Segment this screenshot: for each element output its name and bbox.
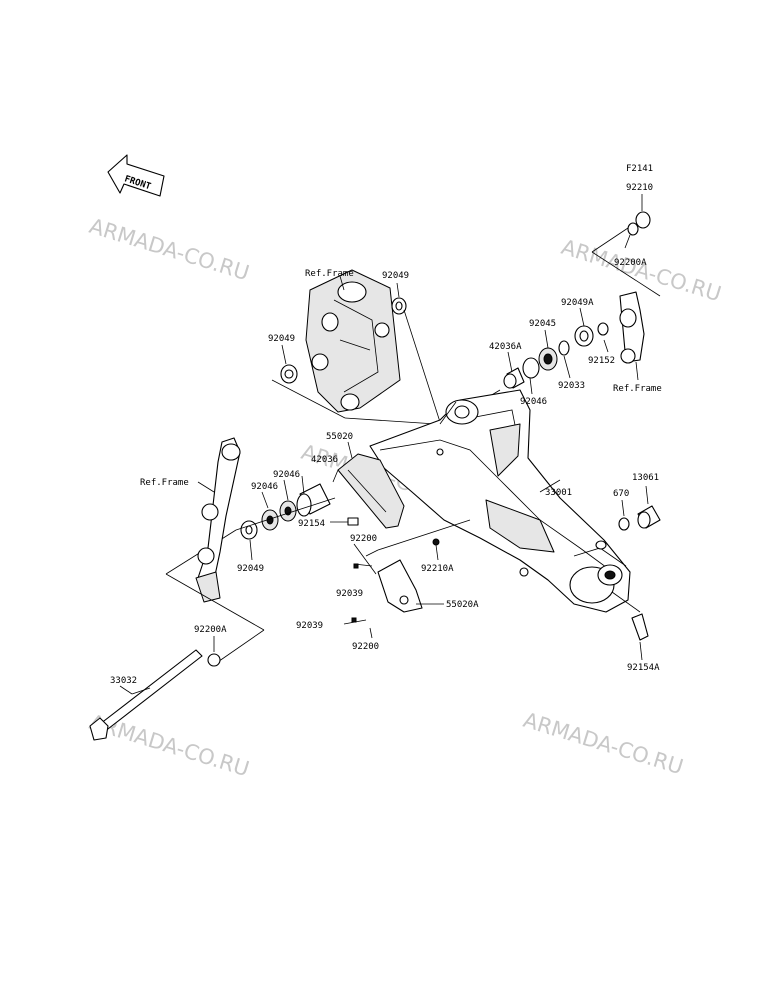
right-side-parts	[611, 485, 661, 661]
label-92039-a[interactable]: 92039	[336, 589, 363, 599]
left-pivot-group	[165, 469, 339, 575]
label-92033[interactable]: 92033	[558, 381, 585, 391]
label-92046-right[interactable]: 92046	[520, 397, 547, 407]
label-42036[interactable]: 42036	[311, 455, 338, 465]
swing-arm-33001	[369, 389, 631, 613]
label-ref-frame-left[interactable]: Ref.Frame	[140, 478, 189, 488]
label-92049-bottom[interactable]: 92049	[237, 564, 264, 574]
label-55020[interactable]: 55020	[326, 432, 353, 442]
watermark-5: ARMADA-CO.RU	[521, 708, 686, 779]
label-92154[interactable]: 92154	[298, 519, 325, 529]
label-92210A[interactable]: 92210A	[421, 564, 454, 574]
label-92152[interactable]: 92152	[588, 356, 615, 366]
label-55020A[interactable]: 55020A	[446, 600, 479, 610]
label-92200A-top[interactable]: 92200A	[614, 258, 647, 268]
washer-670	[618, 517, 630, 531]
label-670[interactable]: 670	[613, 489, 629, 499]
circlip-92033	[558, 340, 570, 356]
label-42036A[interactable]: 42036A	[489, 342, 522, 352]
bolt-92154	[330, 517, 359, 526]
bracket-55020A-group	[343, 519, 471, 639]
label-92046-a[interactable]: 92046	[273, 470, 300, 480]
label-92039-b[interactable]: 92039	[296, 621, 323, 631]
label-92200-b[interactable]: 92200	[352, 642, 379, 652]
label-92046-b[interactable]: 92046	[251, 482, 278, 492]
frame-bracket-left	[195, 437, 241, 603]
label-92200A-bottom[interactable]: 92200A	[194, 625, 227, 635]
label-92210[interactable]: 92210	[626, 183, 653, 193]
watermark-1: ARMADA-CO.RU	[87, 214, 252, 285]
label-33001[interactable]: 33001	[545, 488, 572, 498]
label-13061[interactable]: 13061	[632, 473, 659, 483]
pivot-shaft-33032	[89, 573, 265, 741]
frame-bracket-top	[271, 269, 441, 425]
label-92049A[interactable]: 92049A	[561, 298, 594, 308]
front-arrow-icon: FRONT	[107, 154, 165, 197]
washer-92200A-top	[627, 222, 639, 236]
watermark-2: ARMADA-CO.RU	[559, 235, 724, 306]
figure-code: F2141	[626, 164, 653, 174]
label-ref-frame-top[interactable]: Ref.Frame	[305, 269, 354, 279]
label-92200-a[interactable]: 92200	[350, 534, 377, 544]
label-92049-top[interactable]: 92049	[382, 271, 409, 281]
bolt-92154A	[631, 613, 649, 641]
label-92154A[interactable]: 92154A	[627, 663, 660, 673]
chain-guard-55020	[337, 441, 405, 529]
label-92049-left[interactable]: 92049	[268, 334, 295, 344]
top-right-pivot-group	[469, 194, 661, 409]
cap-92210	[635, 211, 651, 229]
washer-92200A-bottom	[207, 653, 221, 667]
collar-92152	[597, 322, 609, 336]
label-92045[interactable]: 92045	[529, 319, 556, 329]
label-ref-frame-right[interactable]: Ref.Frame	[613, 384, 662, 394]
label-33032[interactable]: 33032	[110, 676, 137, 686]
seal-92046-right	[522, 357, 540, 379]
